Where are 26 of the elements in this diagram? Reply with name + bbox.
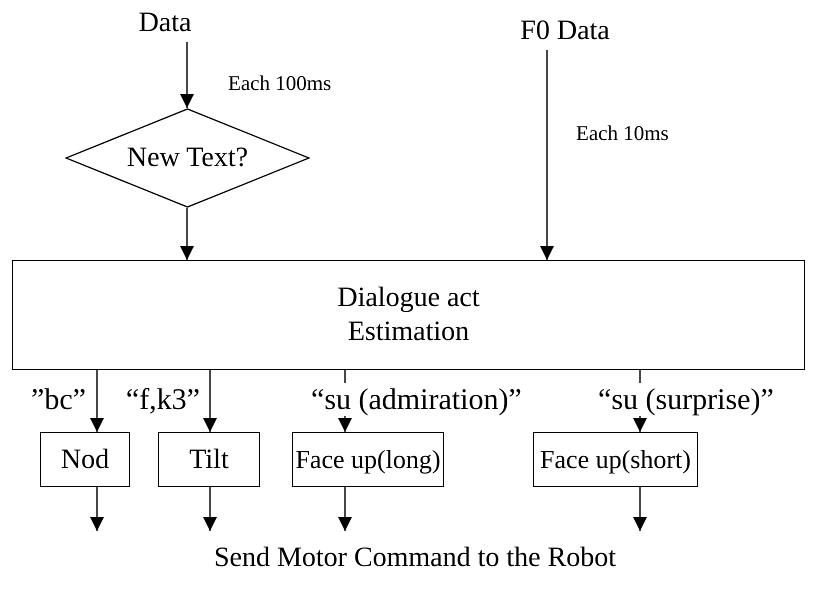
arrow	[90, 487, 104, 531]
arrow	[180, 208, 194, 260]
node-text: Face up(long)	[295, 444, 441, 476]
node-text: Dialogue act Estimation	[336, 281, 481, 349]
node-text: Face up(short)	[540, 444, 691, 476]
action-box	[533, 432, 698, 487]
action-box	[158, 432, 260, 487]
arrow	[540, 50, 554, 260]
process-box	[12, 260, 805, 370]
source-label: F0 Data	[495, 12, 635, 50]
action-box	[292, 432, 444, 487]
action-box	[40, 432, 130, 487]
output-label: Send Motor Command to the Robot	[70, 531, 760, 585]
arrow	[338, 487, 352, 531]
arrow	[180, 42, 194, 108]
arrow	[633, 487, 647, 531]
node-text: Nod	[60, 442, 110, 476]
arrow	[203, 370, 217, 432]
edge-label: “su (admiration)”	[311, 383, 522, 416]
edge-label: “su (surprise)”	[598, 383, 774, 416]
source-label: Data	[95, 4, 235, 42]
node-text: Tilt	[189, 442, 229, 476]
node-text: New Text?	[126, 141, 248, 175]
decision-diamond	[65, 108, 310, 208]
arrow	[90, 370, 104, 432]
arrow	[203, 487, 217, 531]
